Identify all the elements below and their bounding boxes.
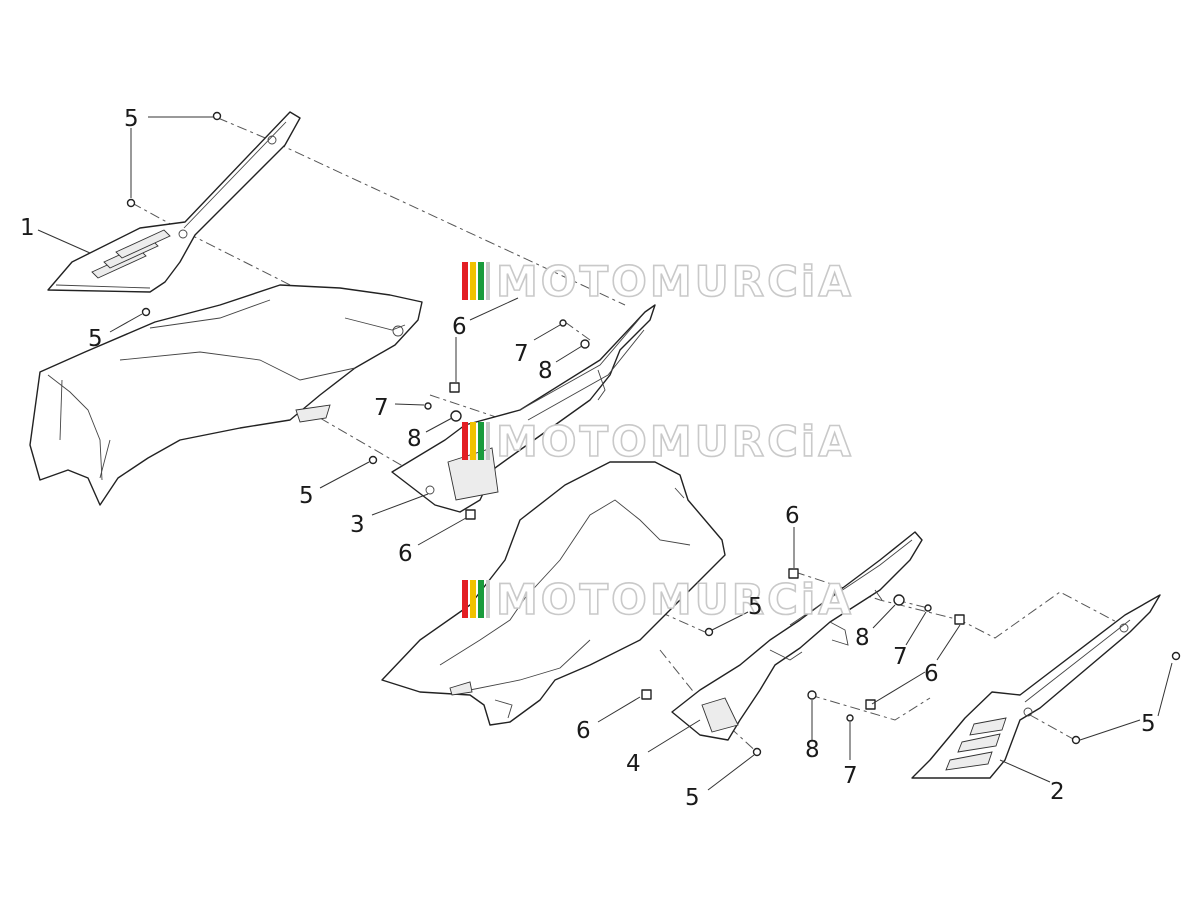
callout-8: 8 <box>538 358 553 384</box>
watermark-top: MOTOMURCiA <box>462 256 854 307</box>
bolt-7-b <box>559 319 567 327</box>
callout-2: 2 <box>1050 779 1065 805</box>
washer-8-a <box>450 410 462 422</box>
watermark-text: MOTOMURCiA <box>496 417 854 466</box>
nut-6-e <box>641 689 652 700</box>
screw-5-upper <box>126 198 136 208</box>
stripe-red <box>462 262 468 300</box>
nut-6-a <box>449 382 460 393</box>
callout-6: 6 <box>924 661 939 687</box>
bolt-7-d <box>846 714 854 722</box>
callout-5: 5 <box>299 483 314 509</box>
screw-5-left <box>368 455 378 465</box>
bolt-7-a <box>424 402 432 410</box>
side-body-panel-upper <box>29 284 423 506</box>
callout-6: 6 <box>785 503 800 529</box>
screw-5-bottom <box>752 747 762 757</box>
callout-leaders <box>37 116 1173 791</box>
callout-6: 6 <box>452 314 467 340</box>
callout-5: 5 <box>88 326 103 352</box>
callout-7: 7 <box>374 395 389 421</box>
screw-5-center <box>704 627 714 637</box>
callout-5: 5 <box>748 594 763 620</box>
callout-7: 7 <box>843 763 858 789</box>
callout-7: 7 <box>893 644 908 670</box>
watermark-text: MOTOMURCiA <box>496 257 854 306</box>
watermark-text: MOTOMURCiA <box>496 575 854 624</box>
callout-6: 6 <box>576 718 591 744</box>
callout-4: 4 <box>626 751 641 777</box>
stripe-gray <box>486 262 490 300</box>
callout-5: 5 <box>124 106 139 132</box>
washer-8-d <box>807 690 817 700</box>
screw-5-far-right <box>1171 651 1181 661</box>
washer-8-c <box>893 594 905 606</box>
callout-8: 8 <box>805 737 820 763</box>
callout-5: 5 <box>685 785 700 811</box>
watermark-middle: MOTOMURCiA <box>462 416 854 467</box>
trim-panel-part-2 <box>911 594 1161 779</box>
stripe-yellow <box>470 262 476 300</box>
callout-5: 5 <box>1141 711 1156 737</box>
nut-6-c <box>788 568 799 579</box>
watermark-bottom: MOTOMURCiA <box>462 574 854 625</box>
nut-6-b <box>465 509 476 520</box>
stripe-green <box>478 262 484 300</box>
screw-5-top <box>212 111 222 121</box>
callout-8: 8 <box>407 426 422 452</box>
nut-6-d <box>954 614 965 625</box>
trim-panel-part-1 <box>47 111 301 293</box>
screw-5-right <box>1071 735 1081 745</box>
fasteners <box>126 111 1181 757</box>
nut-6-f <box>865 699 876 710</box>
bracket-part-3 <box>391 304 656 513</box>
callout-3: 3 <box>350 512 365 538</box>
screw-5-mid <box>141 307 151 317</box>
callout-7: 7 <box>514 341 529 367</box>
callout-6: 6 <box>398 541 413 567</box>
callout-labels: 5 1 5 6 7 8 7 8 5 3 6 6 5 8 7 6 6 4 5 8 … <box>20 106 1156 811</box>
callout-1: 1 <box>20 215 35 241</box>
side-body-panel-lower <box>381 461 726 726</box>
bolt-7-c <box>924 604 932 612</box>
callout-8: 8 <box>855 625 870 651</box>
washer-8-b <box>580 339 590 349</box>
bracket-part-4 <box>671 531 923 741</box>
